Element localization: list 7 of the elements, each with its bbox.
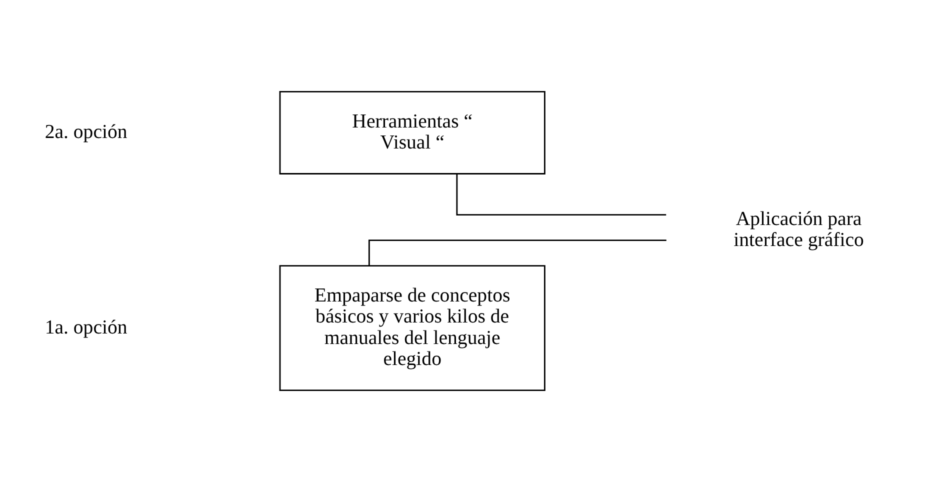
connector bbox=[368, 239, 666, 266]
node-text: Aplicación para interface gráfico bbox=[734, 208, 864, 251]
connector bbox=[456, 173, 666, 216]
label: 2a. opción bbox=[44, 120, 128, 142]
label: 1a. opción bbox=[44, 316, 128, 338]
node-box: Empaparse de conceptos básicos y varios kilos de manuales del lenguaje elegido bbox=[279, 264, 546, 391]
node-box: Herramientas “ Visual “ bbox=[279, 90, 546, 174]
